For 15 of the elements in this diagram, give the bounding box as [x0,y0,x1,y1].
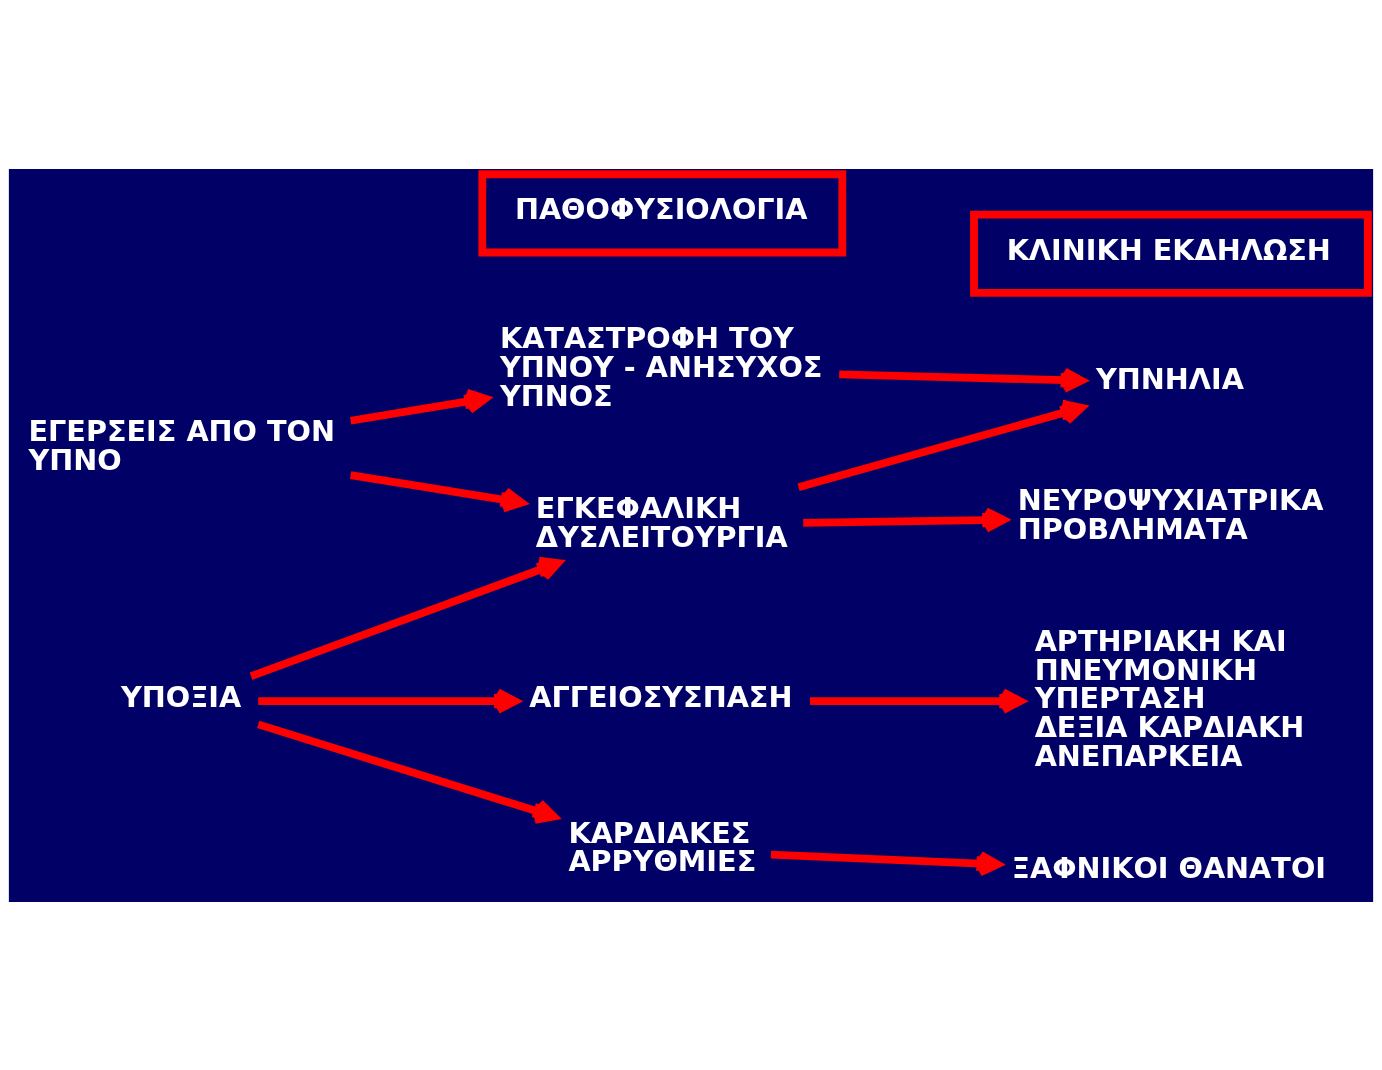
node-text: ΕΓΚΕΦΑΛΙΚΗ ΔΥΣΛΕΙΤΟΥΡΓΙΑ [535,490,788,554]
node-box: ΚΛΙΝΙΚΗ ΕΚΔΗΛΩΣΗ [970,210,1372,297]
node-text: ΥΠΝΗΛΙΑ [1095,361,1244,396]
node-box: ΠΑΘΟΦΥΣΙΟΛΟΓΙΑ [478,169,847,256]
node-text: ΥΠΟΞΙΑ [121,679,242,714]
node-text: ΞΑΦΝΙΚΟΙ ΘΑΝΑΤΟΙ [1011,850,1326,885]
arrow [257,720,559,824]
node-text: ΝΕΥΡΟΨΥΧΙΑΤΡΙΚΑ ΠΡΟΒΛΗΜΑΤΑ [1017,482,1324,546]
node-text: ΚΑΤΑΣΤΡΟΦΗ ΤΟΥ ΥΠΝΟΥ - ΑΝΗΣΥΧΟΣ ΥΠΝΟΣ [499,320,823,413]
arrow [249,556,563,680]
node-text: ΕΓΕΡΣΕΙΣ ΑΠΟ ΤΟΝ ΥΠΝΟ [28,413,335,477]
node-text: ΑΡΤΗΡΙΑΚΗ ΚΑΙ ΠΝΕΥΜΟΝΙΚΗ ΥΠΕΡΤΑΣΗ ΔΕΞΙΑ ΚΑΡΔΙΑΚΗ ΑΝΕΠΑΡΚΕΙΑ [1034,623,1305,773]
arrow [349,470,527,512]
node-text: ΚΑΡΔΙΑΚΕΣ ΑΡΡΥΘΜΙΕΣ [568,815,757,878]
node-text: ΑΓΓΕΙΟΣΥΣΠΑΣΗ [529,679,793,714]
